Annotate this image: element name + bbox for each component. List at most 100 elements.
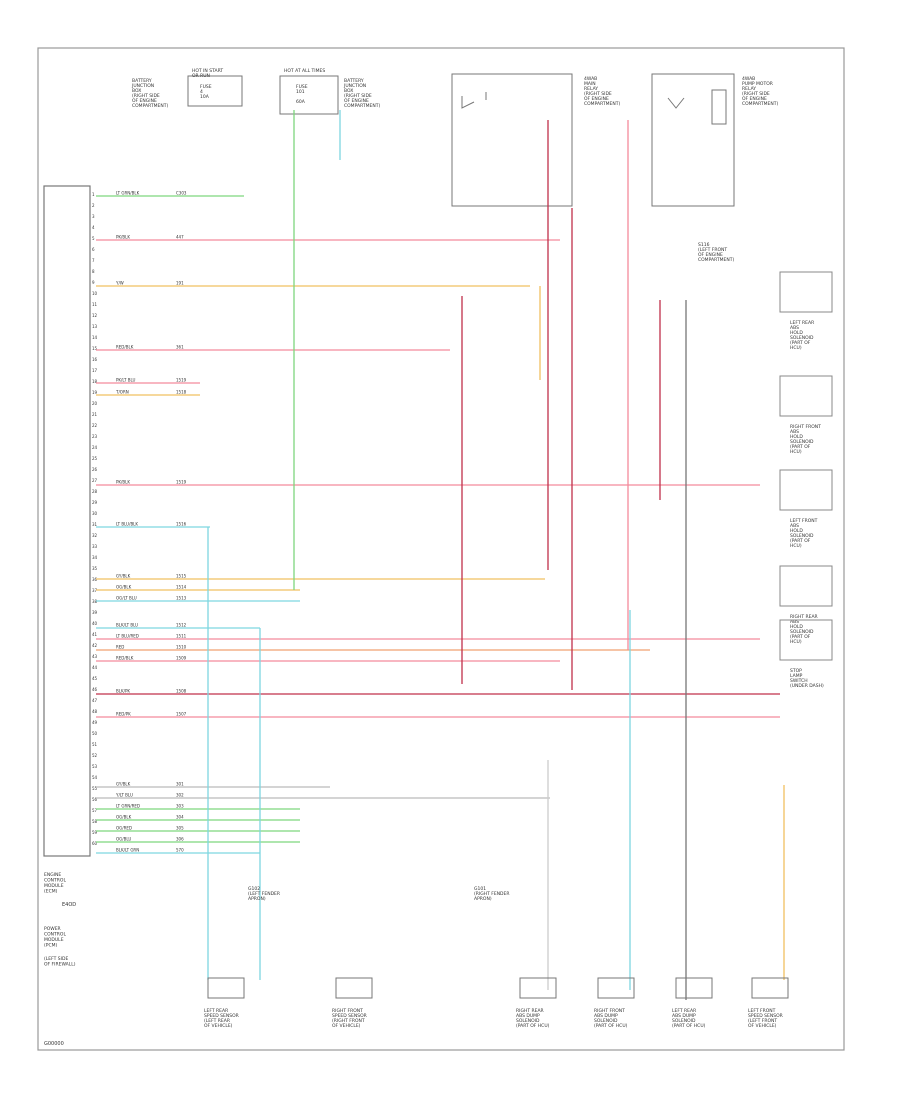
bottom-component-box — [675, 977, 713, 999]
right-component-line: LAMP — [790, 673, 803, 679]
module-pin-label: 17 — [92, 368, 98, 373]
module-pin-label: 6 — [92, 247, 95, 252]
fuse-left-side-line: BATTERY — [132, 78, 152, 84]
right-component-line: SOLENOID — [790, 439, 814, 445]
wire-color-label: OG/BLU — [116, 837, 131, 842]
bottom-component-box — [597, 977, 635, 999]
module-pin-label: 42 — [92, 643, 98, 648]
module-pin-label: 50 — [92, 731, 98, 736]
module-pin-label: 56 — [92, 797, 98, 802]
right-component-line: LEFT REAR — [790, 320, 814, 326]
module-pin-label: 14 — [92, 335, 98, 340]
wire-pin-label: 1507 — [176, 712, 187, 717]
fuse-mid-side-line: (RIGHT SIDE — [344, 93, 372, 99]
fuse-mid-line: FUSE — [296, 84, 308, 90]
wire-color-label: OG/BLK — [116, 585, 132, 590]
bottom-component-line: LEFT REAR — [672, 1008, 696, 1014]
right-component-line: ABS — [790, 523, 799, 529]
module-pin-label: 15 — [92, 346, 98, 351]
bottom-component-line: (RIGHT FRONT — [332, 1018, 365, 1024]
right-component-line: (PART OF — [790, 340, 811, 346]
module-pin-label: 49 — [92, 720, 98, 725]
wire-color-label: PK/BLK — [116, 480, 130, 485]
right-component-line: ABS — [790, 429, 799, 435]
bottom-component-box — [519, 977, 557, 999]
module-label-line: POWER — [44, 926, 61, 932]
bottom-component-line: RIGHT FRONT — [332, 1008, 363, 1014]
fuse-mid-line: 101 — [296, 89, 305, 95]
fuse-left-side-line: BOX — [132, 88, 141, 94]
bottom-component-box — [207, 977, 245, 999]
wire-color-label: PK/BLK — [116, 235, 130, 240]
right-component-line: LEFT FRONT — [790, 518, 818, 524]
pump-relay-line: 4WAB — [742, 76, 755, 82]
module-pin-label: 41 — [92, 632, 98, 637]
module-pin-label: 27 — [92, 478, 98, 483]
wire-color-label: PK/LT BLU — [116, 378, 136, 383]
wire-pin-label: 1510 — [176, 645, 187, 650]
module-pin-label: 35 — [92, 566, 98, 571]
module-pin-label: 7 — [92, 258, 95, 263]
pump-relay-coil-icon — [711, 89, 727, 125]
wire-pin-label: 1516 — [176, 522, 187, 527]
bottom-component-line: SOLENOID — [672, 1018, 696, 1024]
fuse-mid-line: 60A — [296, 99, 306, 105]
module-pin-label: 47 — [92, 698, 98, 703]
splice-line: (LEFT FRONT — [698, 247, 727, 253]
wire-pin-label: 1511 — [176, 634, 187, 639]
right-component-line: SWITCH — [790, 678, 808, 684]
module-label-line: MODULE — [44, 937, 64, 943]
module-label-line: (PCM) — [44, 943, 57, 949]
fuse-left-side-line: JUNCTION — [131, 83, 154, 89]
right-component-line: HCU) — [790, 639, 802, 645]
module-pin-label: 59 — [92, 830, 98, 835]
right-component-line: HOLD — [790, 528, 803, 534]
wire-pin-label: 302 — [176, 793, 184, 798]
module-pin-label: 51 — [92, 742, 98, 747]
bottom-component-box — [751, 977, 789, 999]
bottom-component-line: ABS DUMP — [594, 1013, 618, 1019]
wire-color-label: LT BLU/RED — [116, 634, 139, 639]
module-pin-label: 57 — [92, 808, 98, 813]
module-pin-label: 39 — [92, 610, 98, 615]
fuse-mid-side-line: JUNCTION — [343, 83, 366, 89]
wire-pin-label: 304 — [176, 815, 184, 820]
module-pin-label: 36 — [92, 577, 98, 582]
module-footer-line: (LEFT SIDE — [44, 956, 68, 962]
module-pin-label: 48 — [92, 709, 98, 714]
module-pin-label: 21 — [92, 412, 98, 417]
wire-color-label: Y/W — [115, 281, 124, 286]
pump-relay-switch-icon — [667, 97, 685, 109]
module-pin-label: 55 — [92, 786, 98, 791]
right-component-line: SOLENOID — [790, 629, 814, 635]
module-pin-label: 22 — [92, 423, 98, 428]
bottom-component-line: (PART OF HCU) — [672, 1023, 706, 1029]
fuse-mid-line: HOT AT ALL TIMES — [284, 68, 325, 74]
module-pin-label: 5 — [92, 236, 95, 241]
fuse-left-line: OR RUN — [192, 73, 210, 79]
right-component-line: HOLD — [790, 434, 803, 440]
module-pin-label: 19 — [92, 390, 98, 395]
wire-pin-label: 306 — [176, 837, 184, 842]
wire-color-label: BLK/PK — [116, 689, 130, 694]
bottom-component-line: (LEFT REAR — [204, 1018, 230, 1024]
hold-solenoid-box — [779, 469, 833, 511]
module-pin-label: 43 — [92, 654, 98, 659]
wire-color-label: GY/BLK — [116, 782, 131, 787]
fuse-mid-side-line: COMPARTMENT) — [344, 103, 380, 109]
wire-lines — [96, 110, 785, 1000]
wire-color-label: BLK/LT BLU — [116, 623, 138, 628]
fuse-left-side-line: COMPARTMENT) — [132, 103, 168, 109]
module-pin-label: 23 — [92, 434, 98, 439]
bottom-component-box — [335, 977, 373, 999]
wire-pin-label: 1515 — [176, 574, 187, 579]
fuse-left-side-line: OF ENGINE — [132, 98, 157, 104]
module-pin-label: 12 — [92, 313, 98, 318]
ground-label-line: G102 — [248, 886, 260, 892]
